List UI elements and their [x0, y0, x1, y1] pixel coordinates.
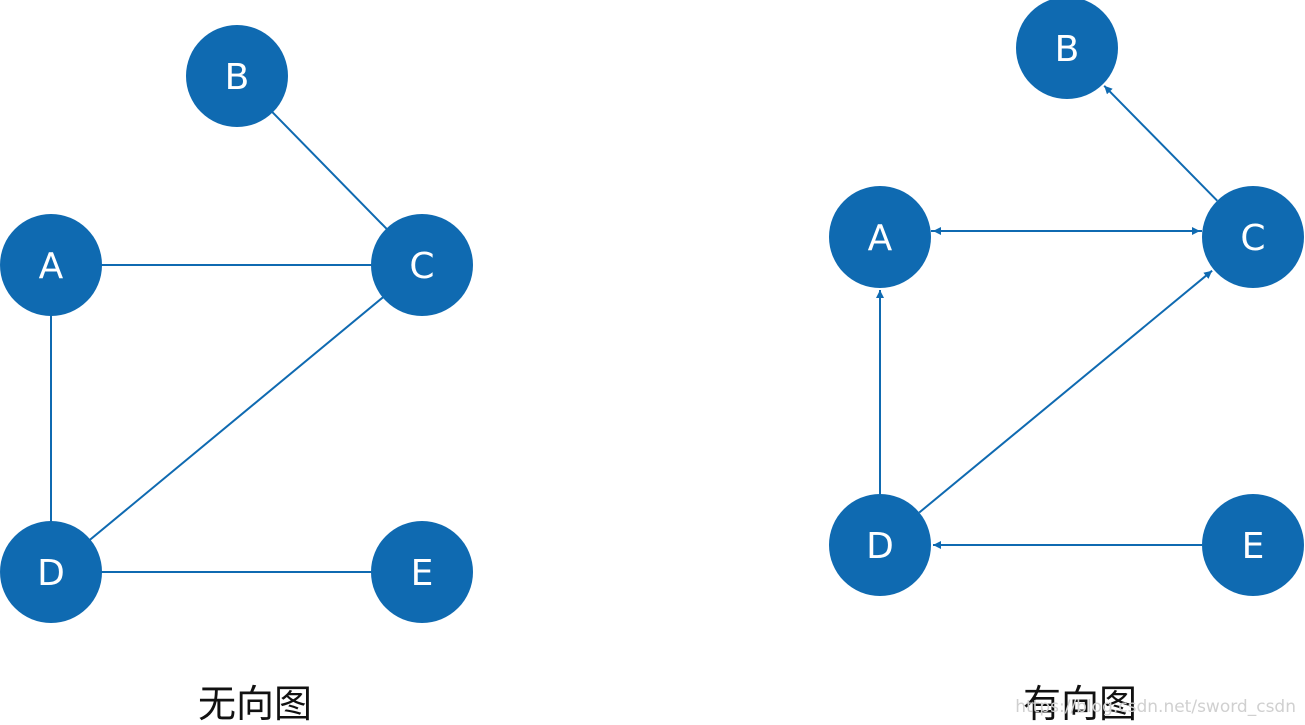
directed-node-d-circle [829, 494, 931, 596]
undirected-node-e-circle [371, 521, 473, 623]
directed-node-a-circle [829, 186, 931, 288]
directed-caption: 有向图 [1023, 682, 1137, 725]
undirected-node-d: D [0, 521, 102, 623]
directed-node-d: D [829, 494, 931, 596]
directed-node-c: C [1202, 186, 1304, 288]
directed-node-a-label: A [868, 218, 893, 259]
directed-node-e-label: E [1242, 526, 1265, 567]
directed-node-d-label: D [866, 526, 894, 567]
directed-node-e-circle [1202, 494, 1304, 596]
undirected-node-e: E [371, 521, 473, 623]
undirected-node-d-circle [0, 521, 102, 623]
directed-node-e: E [1202, 494, 1304, 596]
undirected-node-b-circle [186, 25, 288, 127]
undirected-node-e-label: E [411, 553, 434, 594]
undirected-node-a-label: A [39, 246, 64, 287]
directed-graph: A B C D E [829, 0, 1304, 596]
directed-edge-d-c [918, 269, 1213, 514]
undirected-node-c-label: C [409, 246, 434, 287]
undirected-nodes: A B C D E [0, 25, 473, 623]
undirected-node-a-circle [0, 214, 102, 316]
undirected-node-b-label: B [225, 57, 250, 98]
undirected-node-c-circle [371, 214, 473, 316]
undirected-edge-c-d [50, 264, 423, 573]
undirected-node-b: B [186, 25, 288, 127]
directed-edge-c-b [1103, 85, 1218, 202]
undirected-node-a: A [0, 214, 102, 316]
directed-node-a: A [829, 186, 931, 288]
directed-node-b-circle [1016, 0, 1118, 99]
directed-edges [876, 85, 1218, 549]
undirected-node-c: C [371, 214, 473, 316]
watermark-text: https://blog.csdn.net/sword_csdn [1015, 697, 1296, 717]
directed-node-c-label: C [1240, 218, 1265, 259]
undirected-graph: A B C D E [0, 25, 473, 623]
directed-nodes: A B C D E [829, 0, 1304, 596]
undirected-edges [50, 75, 423, 573]
directed-node-b: B [1016, 0, 1118, 99]
directed-node-c-circle [1202, 186, 1304, 288]
undirected-node-d-label: D [37, 553, 65, 594]
undirected-caption: 无向图 [198, 682, 312, 725]
directed-node-b-label: B [1055, 29, 1080, 70]
